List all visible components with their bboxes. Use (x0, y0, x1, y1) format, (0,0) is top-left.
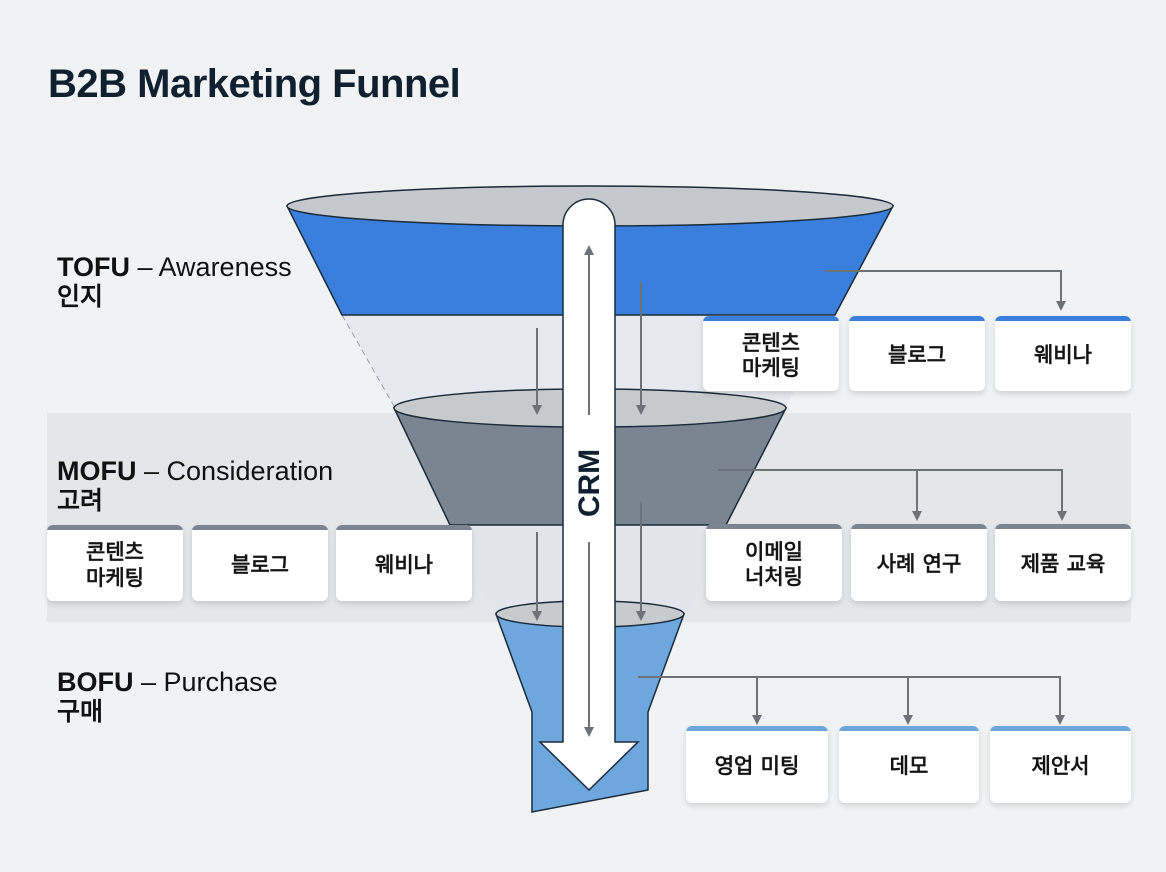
mofu-card-email-nurturing[interactable]: 이메일 너처링 (706, 524, 842, 601)
card-label: 제품 교육 (1020, 552, 1106, 577)
tofu-card-content-marketing[interactable]: 콘텐츠 마케팅 (703, 316, 839, 391)
bofu-card-sales-meeting[interactable]: 영업 미팅 (686, 726, 828, 803)
mofu-connector (718, 469, 1067, 521)
bofu-card-proposal[interactable]: 제안서 (990, 726, 1131, 803)
mofu-card-product-education[interactable]: 제품 교육 (995, 524, 1131, 601)
diagram-title: B2B Marketing Funnel (48, 62, 461, 106)
card-label: 웨비나 (1034, 343, 1092, 368)
bofu-name: Purchase (163, 667, 278, 697)
tofu-name: Awareness (158, 252, 292, 282)
card-label: 데모 (889, 754, 929, 779)
mofu-left-card-blog[interactable]: 블로그 (192, 525, 328, 601)
tofu-stage-label: TOFU – Awareness 인지 (57, 252, 292, 312)
separator: – (130, 252, 159, 282)
tofu-card-webinar[interactable]: 웨비나 (995, 316, 1131, 391)
separator: – (133, 667, 164, 697)
crm-label: CRM (573, 448, 606, 518)
tofu-card-blog[interactable]: 블로그 (849, 316, 985, 391)
bofu-stage-label: BOFU – Purchase 구매 (57, 667, 278, 727)
card-label: 영업 미팅 (714, 754, 800, 779)
mofu-left-card-webinar[interactable]: 웨비나 (336, 525, 472, 601)
bofu-abbr: BOFU (57, 667, 134, 697)
mofu-korean: 고려 (57, 486, 104, 516)
bofu-card-demo[interactable]: 데모 (839, 726, 979, 803)
card-label: 사례 연구 (876, 552, 962, 577)
card-label: 제안서 (1031, 754, 1090, 779)
tofu-abbr: TOFU (57, 252, 130, 282)
card-label: 콘텐츠 마케팅 (742, 330, 800, 380)
tofu-korean: 인지 (57, 282, 104, 312)
mofu-card-case-study[interactable]: 사례 연구 (851, 524, 987, 601)
tofu-connector (825, 270, 1066, 311)
crm-arrow (538, 198, 640, 792)
bofu-korean: 구매 (57, 697, 104, 727)
mofu-name: Consideration (166, 456, 334, 486)
separator: – (136, 456, 167, 486)
mofu-abbr: MOFU (57, 456, 137, 486)
card-label: 블로그 (888, 343, 946, 368)
bofu-connector (638, 676, 1065, 725)
card-label: 콘텐츠 마케팅 (86, 540, 144, 590)
card-label: 블로그 (231, 552, 289, 577)
mofu-left-card-content-marketing[interactable]: 콘텐츠 마케팅 (47, 525, 183, 601)
mofu-stage-label: MOFU – Consideration 고려 (57, 456, 333, 516)
card-label: 이메일 너처링 (745, 539, 803, 589)
card-label: 웨비나 (375, 552, 433, 577)
